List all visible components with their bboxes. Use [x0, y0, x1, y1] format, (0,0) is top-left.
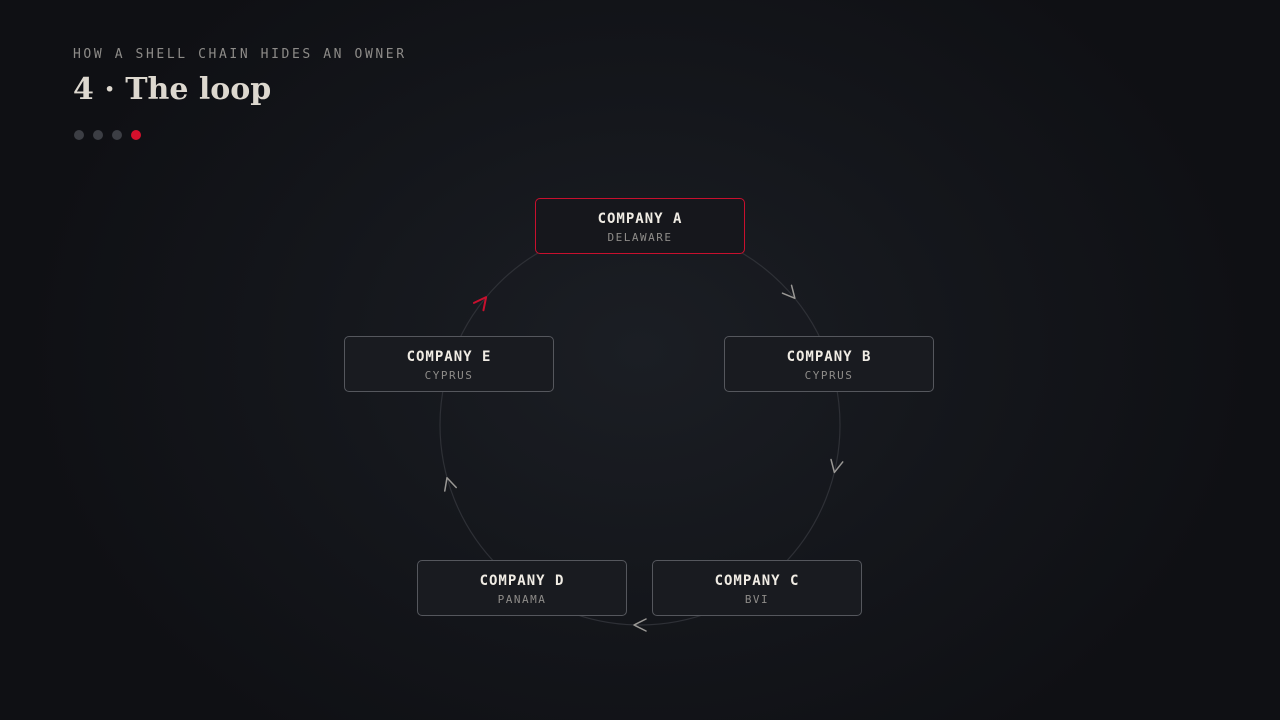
step-indicator [74, 130, 141, 140]
arrow-e-to-a [472, 296, 488, 312]
node-jurisdiction: CYPRUS [804, 369, 854, 382]
node-company-b[interactable]: COMPANY B CYPRUS [724, 336, 934, 392]
node-company-a[interactable]: COMPANY A DELAWARE [535, 198, 745, 254]
arrow-c-to-d [633, 618, 647, 632]
node-name: COMPANY C [714, 573, 800, 589]
node-name: COMPANY A [597, 211, 683, 227]
step-dot-4[interactable] [131, 130, 141, 140]
node-company-d[interactable]: COMPANY D PANAMA [417, 560, 627, 616]
header-kicker: HOW A SHELL CHAIN HIDES AN OWNER [73, 47, 407, 62]
arrow-b-to-c [830, 458, 844, 474]
step-dot-3[interactable] [112, 130, 122, 140]
edge-arrows [444, 284, 844, 632]
node-jurisdiction: DELAWARE [607, 231, 673, 244]
node-jurisdiction: CYPRUS [424, 369, 474, 382]
node-jurisdiction: PANAMA [497, 593, 547, 606]
node-name: COMPANY E [406, 349, 492, 365]
step-dot-1[interactable] [74, 130, 84, 140]
node-company-e[interactable]: COMPANY E CYPRUS [344, 336, 554, 392]
step-dot-2[interactable] [93, 130, 103, 140]
node-jurisdiction: BVI [744, 593, 770, 606]
node-company-c[interactable]: COMPANY C BVI [652, 560, 862, 616]
node-name: COMPANY D [479, 573, 565, 589]
node-name: COMPANY B [786, 349, 872, 365]
arrow-d-to-e [444, 476, 457, 492]
arrow-a-to-b [781, 284, 796, 300]
slide-title: 4 · The loop [73, 72, 272, 107]
